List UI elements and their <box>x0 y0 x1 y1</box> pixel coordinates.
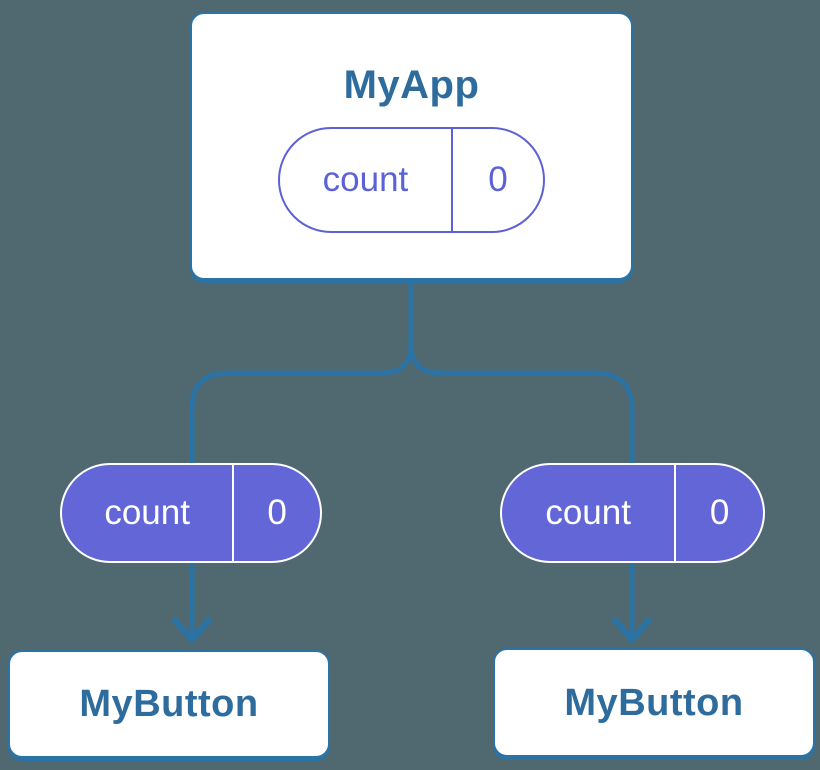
prop-label: count <box>545 493 631 532</box>
child-component-card-right: MyButton <box>493 648 815 757</box>
prop-label: count <box>104 493 190 532</box>
right-branch-line <box>408 343 635 637</box>
component-title: MyButton <box>564 681 744 724</box>
state-pill: count 0 <box>278 127 545 233</box>
state-value: 0 <box>450 129 543 231</box>
prop-value: 0 <box>674 465 763 561</box>
prop-pill-right: count 0 <box>500 463 765 563</box>
left-branch-line <box>189 343 414 637</box>
component-title: MyButton <box>79 683 259 725</box>
fork-connector <box>189 276 635 637</box>
parent-component-card: MyApp count 0 <box>190 12 633 280</box>
prop-pill-left: count 0 <box>60 463 322 563</box>
child-component-card-left: MyButton <box>8 650 330 758</box>
component-title: MyApp <box>343 63 480 107</box>
prop-value: 0 <box>232 465 320 561</box>
arrow-down-icon <box>612 617 652 643</box>
arrow-down-icon <box>172 617 212 643</box>
state-label: count <box>322 160 409 199</box>
